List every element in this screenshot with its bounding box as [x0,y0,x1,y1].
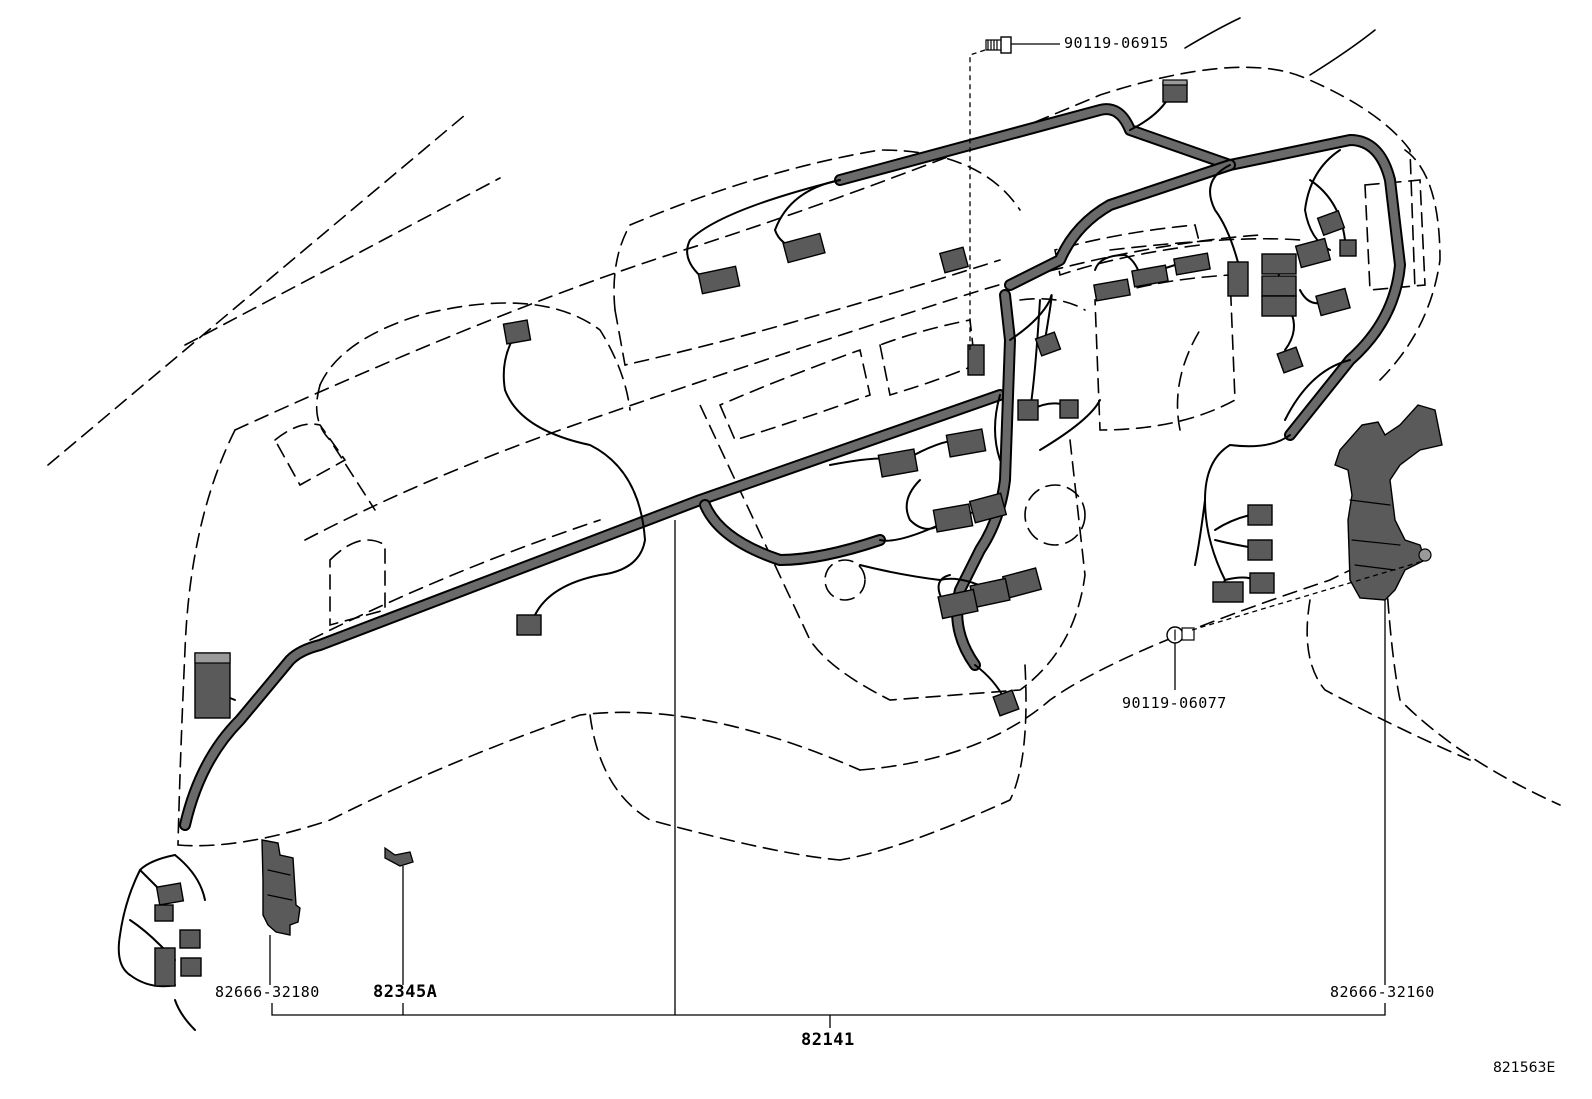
part-label-90119-06915: 90119-06915 [1064,34,1169,52]
bracket-82666-32160 [1334,404,1443,601]
connector [1261,275,1297,297]
connector [1131,264,1169,288]
connector [782,232,826,264]
connector [697,265,741,295]
connector [1093,278,1131,302]
connector [1059,399,1079,419]
part-label-82666-32180: 82666-32180 [215,983,320,1001]
bolt-90119-06077 [1166,626,1195,644]
connector [180,957,202,977]
connector [1227,261,1249,297]
connectors [154,79,1357,987]
connector [1247,539,1273,561]
part-label-82345A: 82345A [373,982,438,1002]
connector [937,588,979,620]
connector [154,904,174,922]
windshield-pillar [47,114,501,466]
clip-82345A [384,846,414,867]
connector [932,503,974,533]
connector [1212,581,1244,603]
leader-lines [269,43,1421,1028]
illustration-code: 821563E [1493,1060,1556,1076]
connector [945,428,987,458]
connector [179,929,201,949]
connector [1261,253,1297,275]
connector [154,947,176,987]
part-label-90119-06077: 90119-06077 [1122,694,1227,712]
connector [1315,287,1351,317]
connector [877,448,919,478]
bolt-90119-06915 [985,36,1012,54]
connector [1276,346,1304,374]
connector [1173,252,1211,276]
connector [1249,572,1275,594]
connector [502,319,532,345]
connector [1017,399,1039,421]
connector [155,882,185,906]
connector [1339,239,1357,257]
connector [194,652,231,719]
vent-circles [824,484,1086,601]
bracket-82666-32180 [261,839,301,936]
connector [516,614,542,636]
connector [1316,209,1346,237]
connector [968,492,1008,524]
main-wire-harness [179,103,1406,831]
branch-wires [117,94,1351,1031]
part-label-82141: 82141 [801,1030,855,1050]
connector [1261,295,1297,317]
connector [1247,504,1273,526]
connector [1162,79,1188,103]
part-label-82666-32160: 82666-32160 [1330,983,1435,1001]
connector [967,344,985,376]
dashboard-outline [177,17,1561,861]
connector [1034,331,1062,357]
connector [938,246,970,274]
connector [992,689,1020,717]
connector [1294,237,1332,269]
